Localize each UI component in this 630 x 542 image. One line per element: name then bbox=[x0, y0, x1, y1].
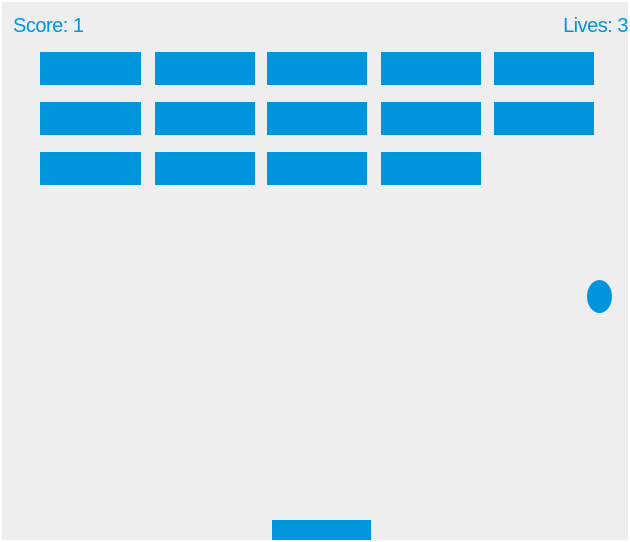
brick bbox=[40, 102, 141, 135]
brick bbox=[155, 102, 255, 135]
brick bbox=[155, 52, 255, 85]
lives-display: Lives: 3 bbox=[563, 15, 628, 37]
brick bbox=[267, 152, 367, 185]
ball bbox=[587, 280, 612, 313]
brick bbox=[494, 102, 594, 135]
brick bbox=[40, 152, 141, 185]
paddle[interactable] bbox=[272, 520, 371, 540]
brick bbox=[40, 52, 141, 85]
brick bbox=[381, 52, 481, 85]
brick bbox=[155, 152, 255, 185]
brick bbox=[267, 102, 367, 135]
brick bbox=[267, 52, 367, 85]
brick bbox=[494, 52, 594, 85]
score-display: Score: 1 bbox=[13, 15, 84, 37]
brick bbox=[381, 152, 481, 185]
brick bbox=[381, 102, 481, 135]
